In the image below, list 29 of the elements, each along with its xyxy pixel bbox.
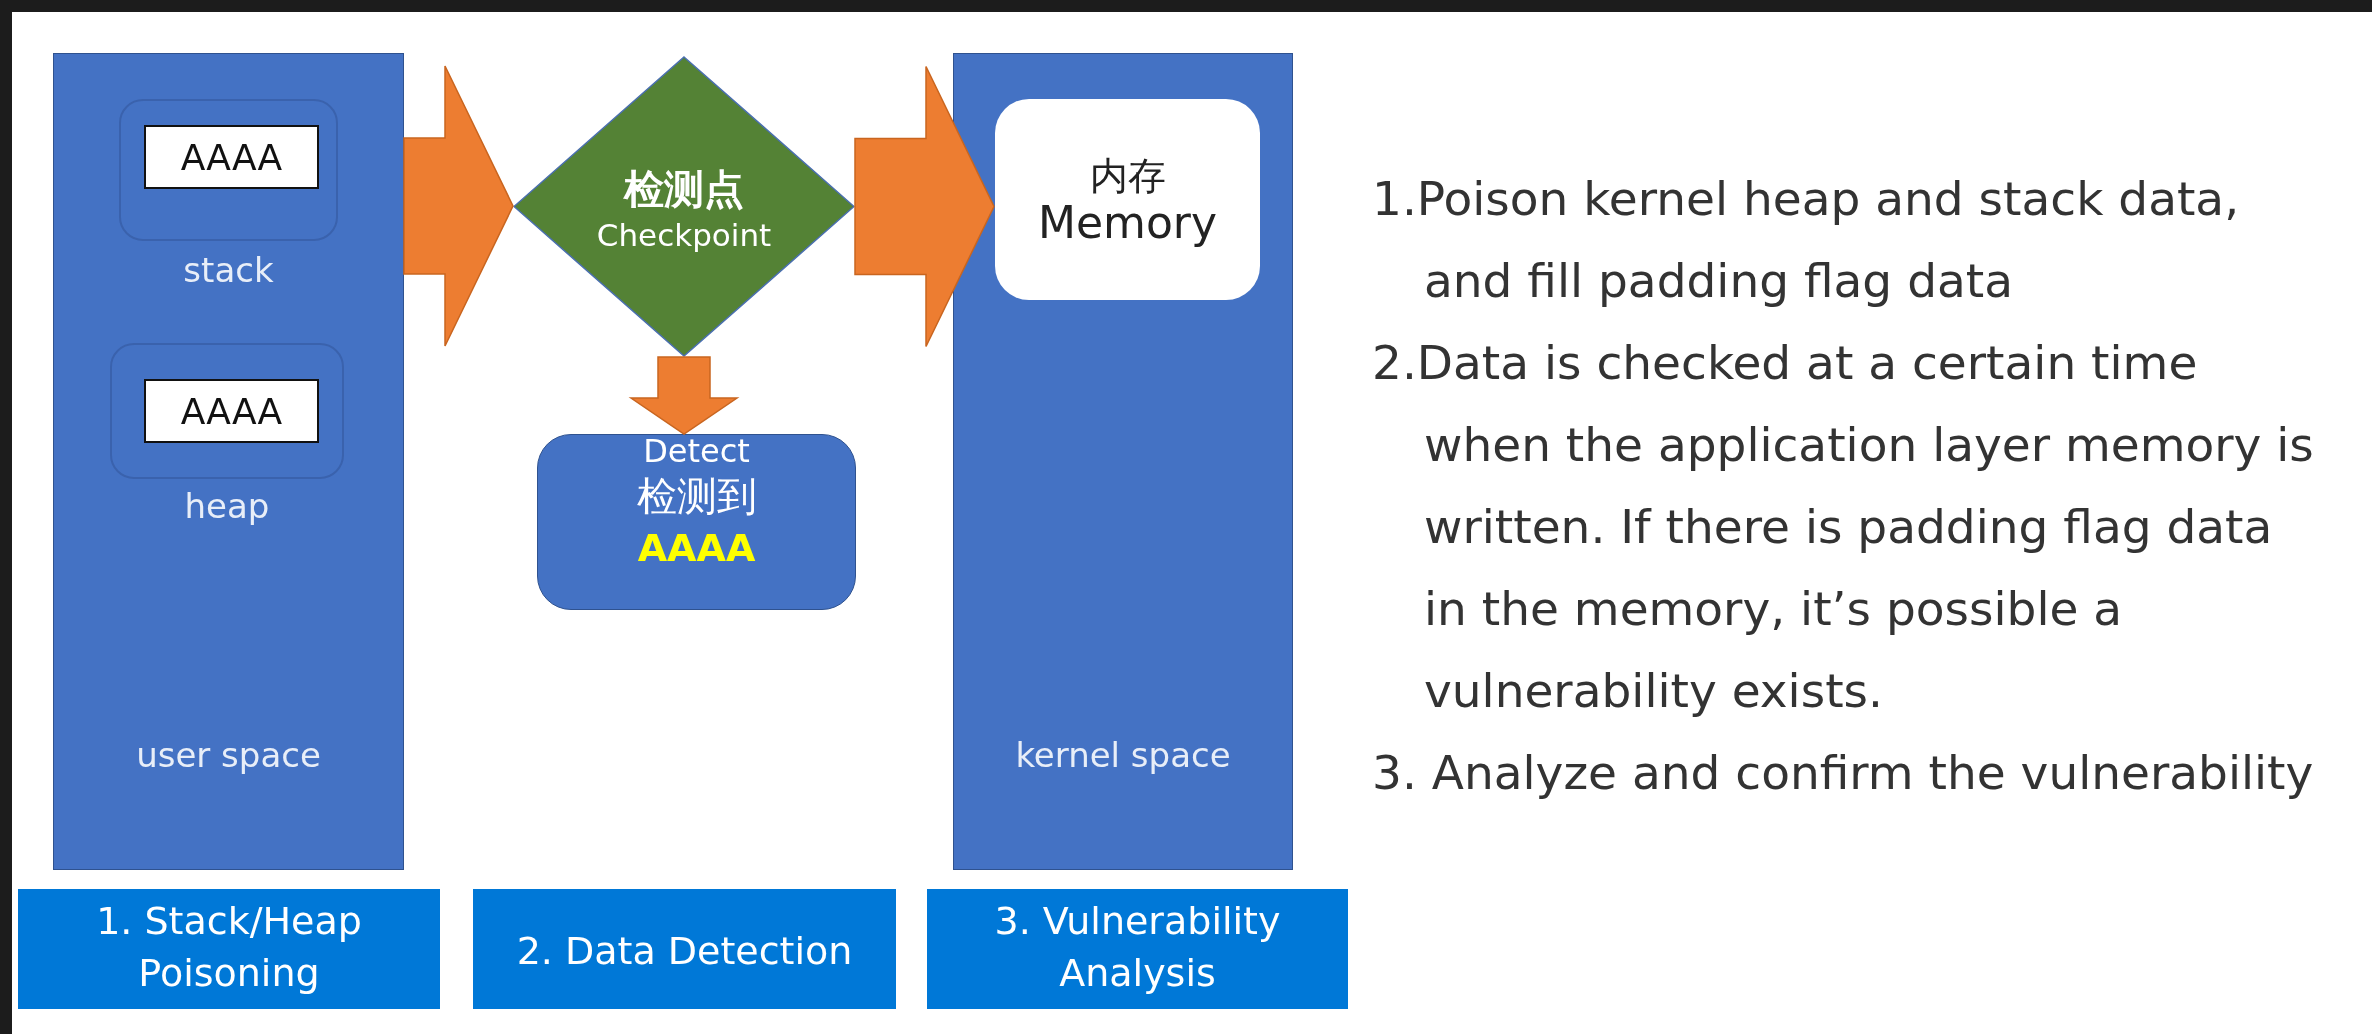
box-label: AAAA [636,525,757,572]
rounded-box [537,434,856,610]
box-label: 检测到 [635,472,758,521]
diamond-label: Checkpoint [595,216,773,255]
step-bar [473,889,896,1009]
region-label: user space [135,734,322,777]
block-arrow [403,65,514,347]
data-text: AAAA [179,136,284,180]
step-bar [18,889,440,1009]
region-panel [953,53,1293,870]
box-label: stack [182,249,275,292]
diamond-label: 检测点 [622,165,745,214]
step-bar [927,889,1348,1009]
block-arrow [854,65,995,348]
step-label: 1. Stack/Heap Poisoning [95,898,363,997]
list-item: 2.Data is checked at a certain time when the application layer memory is written. If there is padding flag data in the memory, it’s possible a vulnerability exists. [1372,334,2315,720]
step-label: 2. Data Detection [515,928,854,975]
list-item: 3. Analyze and confirm the vulnerability [1372,744,2315,802]
box-label: Detect [642,431,751,471]
block-arrow [628,356,740,435]
region-label: kernel space [1014,734,1232,777]
region-panel [53,53,404,870]
list-item: 1.Poison kernel heap and stack data, and fill padding flag data [1372,170,2241,310]
step-label: 3. Vulnerability Analysis [993,898,1282,997]
memory-box [995,99,1260,300]
data-box [144,125,319,189]
data-box [144,379,319,443]
box-label: heap [183,485,271,528]
data-text: AAAA [179,390,284,434]
